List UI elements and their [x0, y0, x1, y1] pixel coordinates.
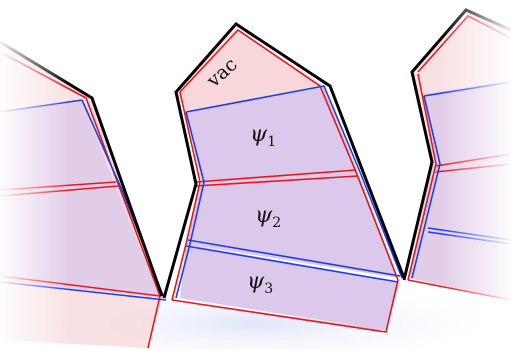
psi2-region: [186, 172, 398, 278]
central-cell: [162, 22, 406, 333]
psi1-region: [186, 86, 358, 184]
psi2-symbol: ψ: [255, 203, 273, 228]
blue-top-edge: [185, 85, 403, 279]
vac-region: [176, 28, 324, 112]
red-divider-2: [195, 175, 359, 187]
blue-divider-1: [187, 239, 401, 277]
psi1-subscript: 1: [267, 134, 276, 150]
red-left-edge: [171, 91, 201, 301]
psi3-region: [180, 244, 400, 330]
psi3-symbol: ψ: [247, 269, 265, 294]
blue-divider-2: [185, 245, 399, 283]
psi2-subscript: 2: [272, 215, 281, 231]
red-right-edge: [171, 85, 399, 333]
blue-left-edge: [175, 111, 205, 299]
boundary-line: [162, 22, 406, 299]
psi3-label: ψ3: [247, 269, 273, 297]
red-vac-top: [179, 28, 321, 93]
red-divider-1: [195, 169, 357, 183]
psi3-subscript: 3: [264, 281, 273, 297]
psi1-label: ψ1: [250, 122, 276, 150]
psi1-symbol: ψ: [250, 122, 268, 147]
psi2-label: ψ2: [255, 203, 281, 231]
left-fade: [0, 0, 200, 350]
